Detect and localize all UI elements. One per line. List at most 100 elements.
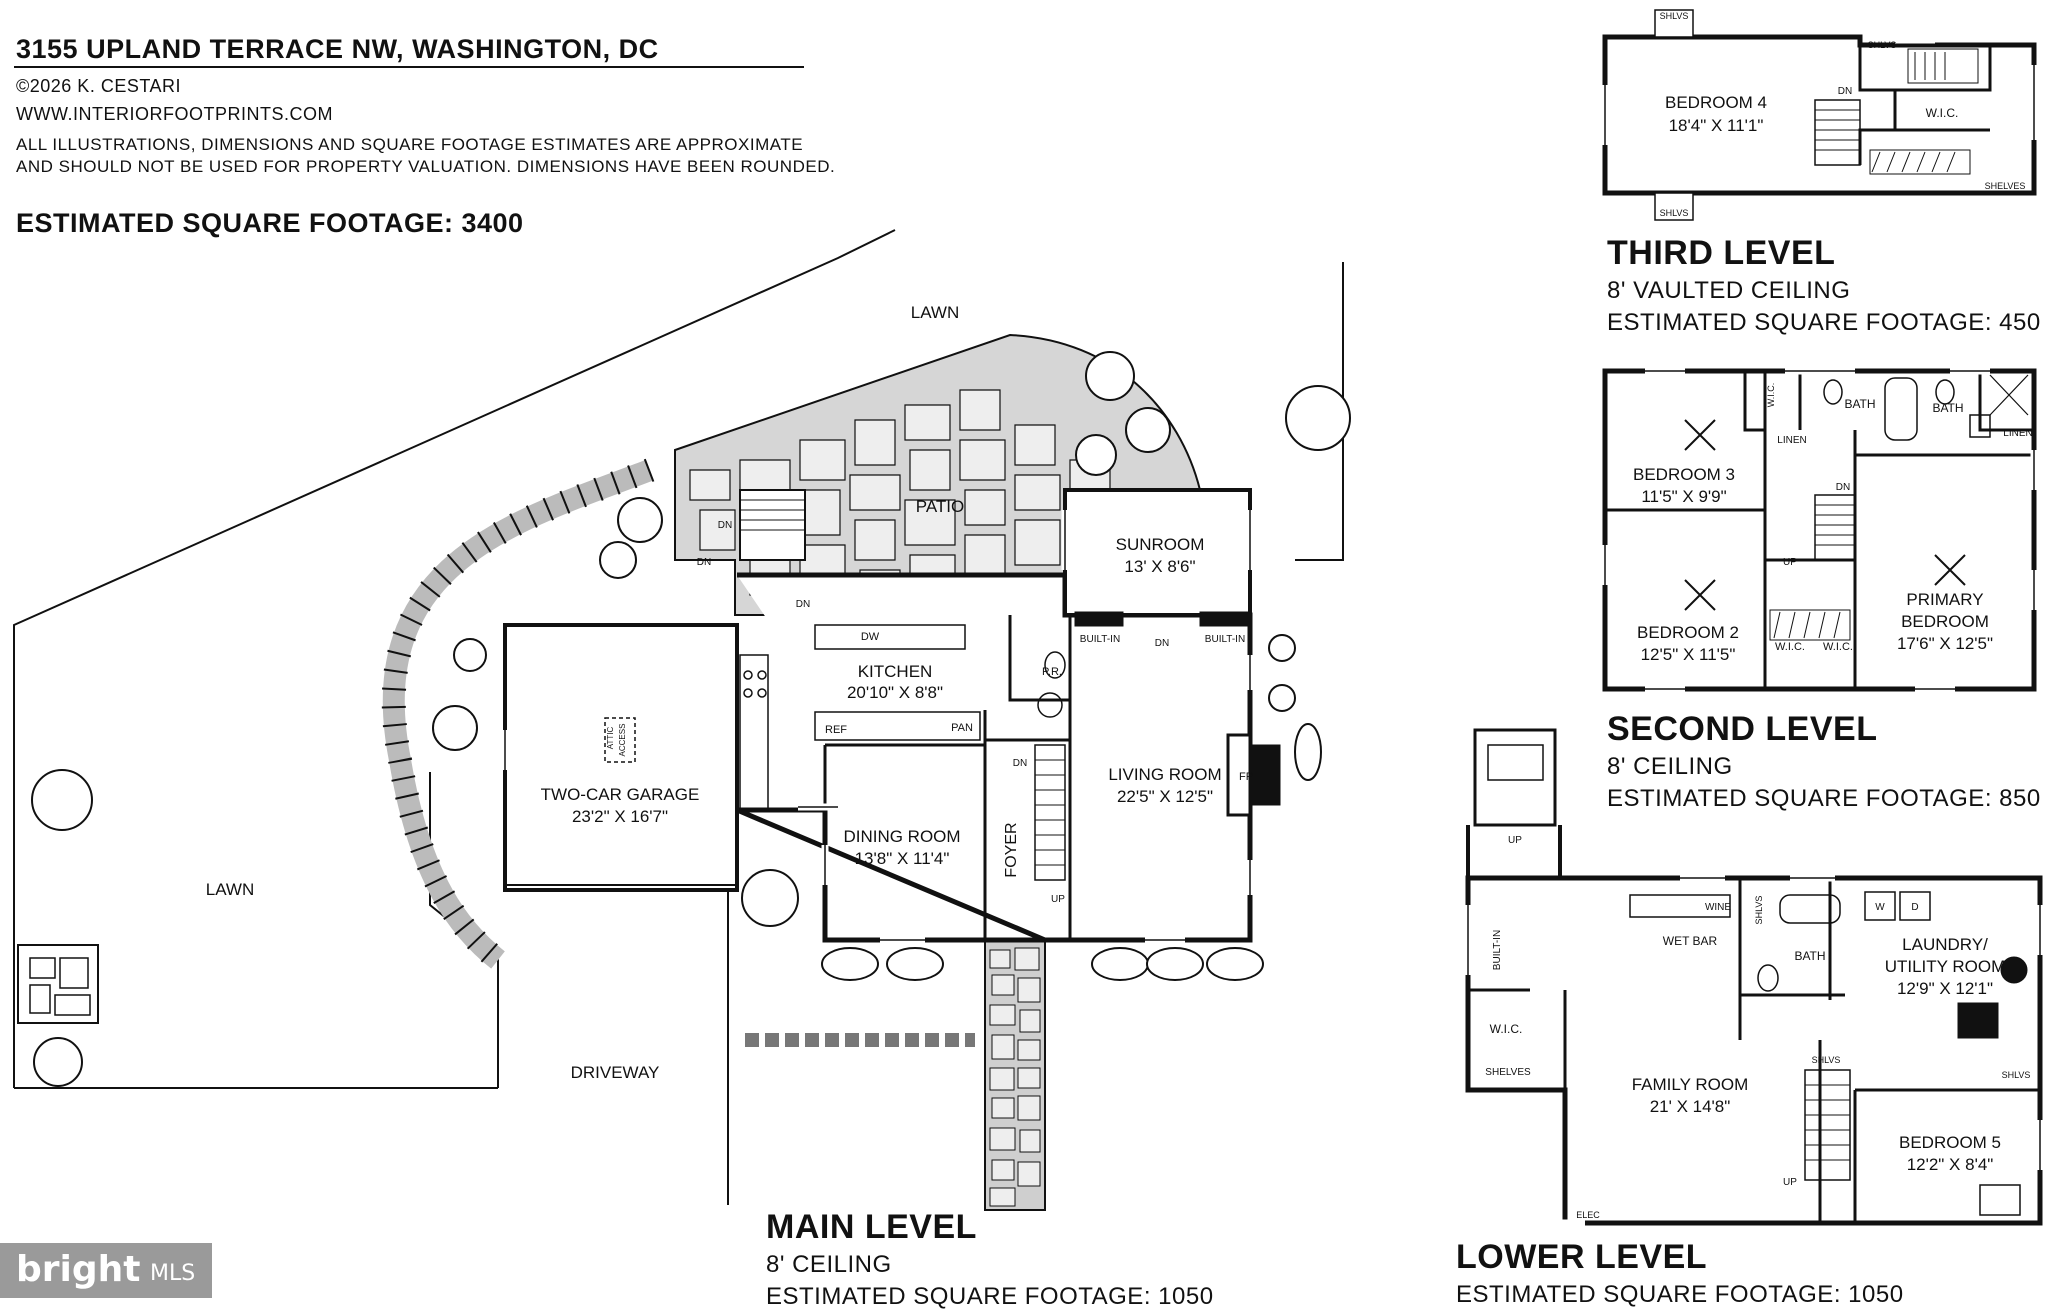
- second-up-label: UP: [1783, 557, 1797, 568]
- lower-shlvs-bed5: SHLVS: [2002, 1070, 2031, 1080]
- primary-dims: 17'6" X 12'5": [1897, 634, 1993, 653]
- laundry-dims: 12'9" X 12'1": [1897, 979, 1993, 998]
- lower-elec-label: ELEC: [1576, 1210, 1600, 1220]
- family-room-dims: 21' X 14'8": [1650, 1097, 1731, 1116]
- attic-label-2: ACCESS: [618, 724, 627, 757]
- lower-tub: [1779, 894, 1841, 924]
- total-square-footage: ESTIMATED SQUARE FOOTAGE: 3400: [16, 208, 524, 238]
- lawn-west-label: LAWN: [206, 880, 255, 899]
- wine-label: WINE: [1705, 902, 1731, 913]
- second-level-labels: BEDROOM 3 11'5" X 9'9" BEDROOM 2 12'5" X…: [1633, 383, 2033, 664]
- fp-label: FP: [1239, 771, 1253, 783]
- lower-up-entry: UP: [1508, 835, 1522, 846]
- main-house-walls: [736, 572, 1253, 943]
- linen-left-label: LINEN: [1777, 435, 1806, 446]
- living-room-label: LIVING ROOM: [1108, 765, 1221, 784]
- lower-level-plan: [1464, 728, 2044, 1227]
- wic-shelves: [1769, 609, 1851, 641]
- dining-room-dims: 13'8" X 11'4": [855, 849, 950, 868]
- sunroom-dims: 13' X 8'6": [1124, 557, 1195, 576]
- washer-label: W: [1875, 902, 1885, 913]
- third-dn-label: DN: [1838, 86, 1852, 97]
- primary-toilet: [1935, 379, 1955, 405]
- wet-bar-counter: [1629, 894, 1731, 918]
- dining-room-label: DINING ROOM: [843, 827, 960, 846]
- logo-suffix: MLS: [150, 1261, 196, 1286]
- property-line: [13, 229, 896, 1088]
- attic-label-1: ATTIC: [606, 727, 615, 750]
- east-fence: [1295, 262, 1344, 561]
- third-level-sqft: ESTIMATED SQUARE FOOTAGE: 450: [1607, 309, 2041, 336]
- lower-up-stairs: UP: [1783, 1177, 1797, 1188]
- main-stairs: [1034, 744, 1066, 881]
- upper-toilet: [1823, 379, 1843, 405]
- second-stairs: [1814, 494, 1856, 561]
- copyright: ©2026 K. CESTARI: [16, 76, 181, 96]
- third-wic-label: W.I.C.: [1926, 106, 1959, 120]
- powder-toilet: [1044, 651, 1066, 679]
- lower-bath-label: BATH: [1794, 949, 1825, 963]
- lower-shlvs-stair: SHLVS: [1812, 1055, 1841, 1065]
- attic-access: [604, 717, 636, 763]
- third-level-labels: BEDROOM 4 18'4" X 11'1" W.I.C. DN SHLVS …: [1660, 11, 2026, 218]
- third-shlvs-bottom: SHLVS: [1660, 208, 1689, 218]
- paver-block: [17, 944, 99, 1024]
- kitchen-counter-side: [739, 654, 769, 811]
- builtin-left: [1074, 611, 1124, 627]
- curved-walkway: [382, 459, 654, 969]
- wic-right-label: W.I.C.: [1823, 641, 1853, 653]
- third-stairs: [1814, 99, 1861, 166]
- laundry-label-2: UTILITY ROOM: [1885, 957, 2006, 976]
- third-shlvs-top: SHLVS: [1660, 11, 1689, 21]
- bedroom2-dims: 12'5" X 11'5": [1641, 645, 1736, 664]
- disclaimer-line-2: AND SHOULD NOT BE USED FOR PROPERTY VALU…: [16, 157, 836, 176]
- logo-brand: bright: [16, 1249, 141, 1290]
- patio-dn-label: DN: [718, 520, 732, 531]
- main-interior-walls: [823, 615, 1072, 940]
- website: WWW.INTERIORFOOTPRINTS.COM: [16, 104, 333, 124]
- kitchen-label: KITCHEN: [858, 662, 933, 681]
- pan-label: PAN: [951, 722, 973, 734]
- kitchen-counter-top: [814, 624, 966, 650]
- garage-label: TWO-CAR GARAGE: [541, 785, 700, 804]
- bedroom5-label: BEDROOM 5: [1899, 1133, 2001, 1152]
- lower-closet: [1979, 1184, 2021, 1216]
- bedroom4-dims: 18'4" X 11'1": [1669, 116, 1764, 135]
- lower-level-caption: LOWER LEVEL ESTIMATED SQUARE FOOTAGE: 10…: [1456, 1238, 1904, 1309]
- living-room-dims: 22'5" X 12'5": [1117, 787, 1213, 806]
- third-level-ceiling: 8' VAULTED CEILING: [1607, 277, 1851, 304]
- patio-label: PATIO: [916, 497, 965, 516]
- bright-mls-logo: bright MLS: [0, 1243, 212, 1298]
- disclaimer: ALL ILLUSTRATIONS, DIMENSIONS AND SQUARE…: [16, 134, 836, 178]
- property-address: 3155 UPLAND TERRACE NW, WASHINGTON, DC: [16, 34, 659, 64]
- patio-steps: [739, 489, 806, 561]
- foyer-label: FOYER: [1003, 822, 1020, 877]
- dryer-label: D: [1911, 902, 1918, 913]
- second-dn-label: DN: [1836, 482, 1850, 493]
- second-level-sqft: ESTIMATED SQUARE FOOTAGE: 850: [1607, 785, 2041, 812]
- shrubs: [31, 351, 1351, 1087]
- driveway-label: DRIVEWAY: [571, 1063, 660, 1082]
- kitchen-dn-label: DN: [796, 599, 810, 610]
- garage-walls: [503, 623, 739, 892]
- dw-label: DW: [861, 631, 880, 643]
- primary-sink: [1969, 414, 1991, 438]
- primary-bath-label: BATH: [1932, 401, 1963, 415]
- lower-toilet: [1757, 964, 1779, 992]
- bedroom3-dims: 11'5" X 9'9": [1641, 487, 1726, 506]
- third-level-title: THIRD LEVEL: [1607, 234, 1836, 272]
- second-level-ceiling: 8' CEILING: [1607, 753, 1733, 780]
- third-shelves-label: SHELVES: [1985, 181, 2026, 191]
- sunroom-walls: [1063, 488, 1252, 617]
- lower-shelves-label: SHELVES: [1485, 1067, 1531, 1078]
- bedroom5-dims: 12'2" X 8'4": [1907, 1155, 1994, 1174]
- lawn-north-label: LAWN: [911, 303, 960, 322]
- shelves-bottom: [1869, 149, 1971, 175]
- washer: [1864, 891, 1896, 921]
- dryer: [1899, 891, 1931, 921]
- stair-up-label: UP: [1051, 894, 1065, 905]
- third-shlvs-mid: SHLVS: [1868, 40, 1897, 50]
- third-level-caption: THIRD LEVEL 8' VAULTED CEILING ESTIMATED…: [1607, 234, 2041, 337]
- furnace: [1957, 1002, 1999, 1039]
